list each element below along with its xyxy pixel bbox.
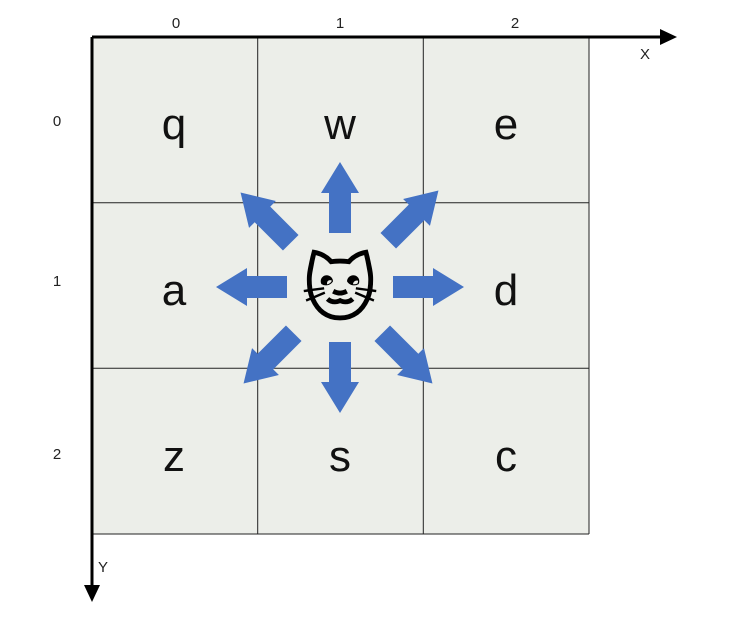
x-axis-label: X — [640, 46, 650, 63]
key-s: s — [329, 432, 351, 481]
x-tick-0: 0 — [172, 15, 180, 32]
key-q: q — [162, 100, 186, 149]
y-tick-1: 1 — [53, 273, 61, 290]
key-c: c — [495, 432, 517, 481]
key-w: w — [323, 100, 356, 149]
y-axis-arrowhead — [84, 585, 100, 602]
x-axis-arrowhead — [660, 29, 677, 45]
cell-keys: q w e a d z s c — [162, 100, 518, 481]
cat-face-icon: 🐱 — [301, 248, 378, 331]
x-tick-1: 1 — [336, 15, 344, 32]
grid-background — [92, 37, 589, 534]
y-axis — [84, 37, 100, 602]
y-axis-label: Y — [98, 559, 108, 576]
x-axis — [92, 29, 677, 45]
y-tick-0: 0 — [53, 113, 61, 130]
key-e: e — [494, 100, 518, 149]
key-a: a — [162, 266, 187, 315]
key-d: d — [494, 266, 518, 315]
key-z: z — [163, 432, 185, 481]
y-tick-2: 2 — [53, 446, 61, 463]
x-tick-2: 2 — [511, 15, 519, 32]
